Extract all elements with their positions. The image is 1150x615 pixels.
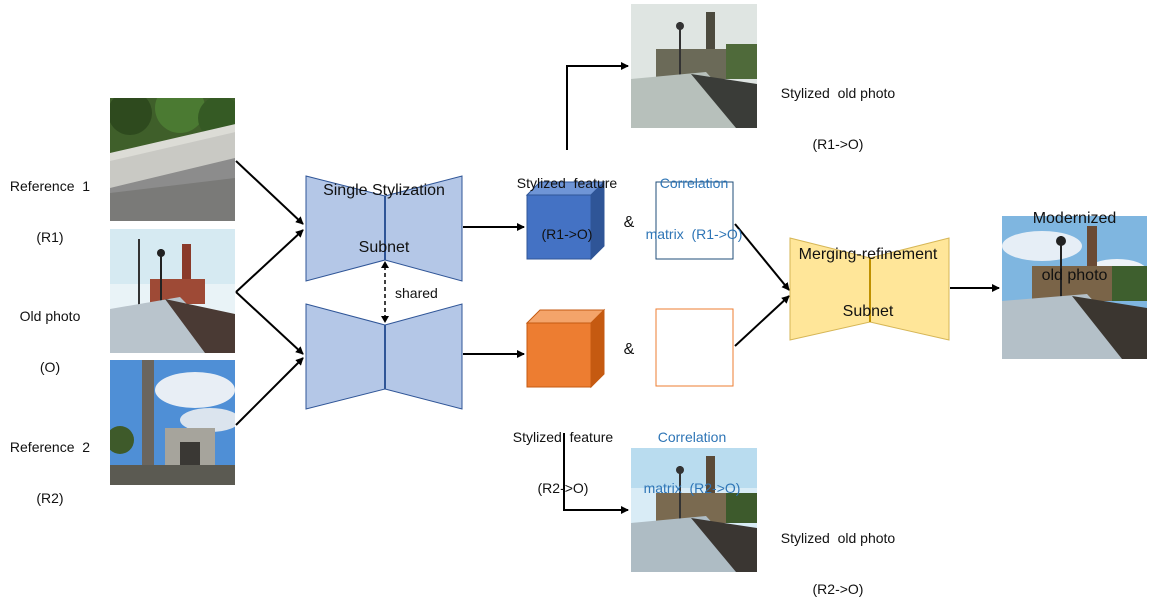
feature1-label: Stylized feature (R1->O) <box>503 141 631 260</box>
stylized-feature-cube-r1 <box>525 180 606 261</box>
stylized-feature-cube-r2 <box>525 308 606 389</box>
reference2-name: Reference 2 <box>9 439 91 455</box>
single-stylization-subnet-top <box>305 175 463 282</box>
output-title: Modernized <box>1032 210 1117 227</box>
feature1-subtitle: (R1->O) <box>541 226 593 242</box>
output-subtitle: old photo <box>1041 267 1108 284</box>
corr1-title: Correlation <box>659 175 729 191</box>
corr2-title: Correlation <box>657 429 727 445</box>
arrow-feature2-to-stylized-photo <box>563 433 629 514</box>
stylized-out2-title: Stylized old photo <box>780 530 896 546</box>
arrow-corr2-to-merging <box>734 295 790 347</box>
stylized-photo-r2 <box>631 448 757 572</box>
reference2-label: Reference 2 (R2) <box>0 405 100 524</box>
old-photo-label: Old photo (O) <box>0 274 100 393</box>
arrow-corr1-to-merging <box>734 223 790 291</box>
stylized-out1-title: Stylized old photo <box>780 85 896 101</box>
reference1-abbr: (R1) <box>36 229 64 245</box>
corr1-label: Correlation matrix (R1->O) <box>630 141 758 260</box>
old-photo-name: Old photo <box>19 308 81 324</box>
stylized-out2-label: Stylized old photo (R2->O) <box>768 496 908 615</box>
modernized-photo <box>1002 216 1147 359</box>
stylized-out1-label: Stylized old photo (R1->O) <box>768 51 908 170</box>
correlation-matrix-r2-box <box>655 308 734 387</box>
old-photo-image <box>110 229 235 353</box>
ampersand-bottom: & <box>623 341 635 358</box>
stylized-out1-subtitle: (R1->O) <box>812 136 864 152</box>
arrow-o-to-subnet-bottom <box>235 291 304 355</box>
shared-weights-arrow <box>381 261 389 323</box>
reference2-abbr: (R2) <box>36 490 64 506</box>
single-subnet-subtitle: Subnet <box>358 239 410 256</box>
diagram-canvas <box>235 62 1000 514</box>
output-label: Modernized old photo <box>1002 171 1147 304</box>
corr2-subtitle: matrix (R2->O) <box>643 480 741 496</box>
reference2-photo <box>110 360 235 485</box>
reference1-name: Reference 1 <box>9 178 91 194</box>
reference1-label: Reference 1 (R1) <box>0 144 100 263</box>
stylized-photo-r1 <box>631 4 757 128</box>
single-subnet-label: Single Stylization Subnet <box>300 143 468 276</box>
arrow-feature1-to-stylized-photo <box>566 62 629 150</box>
arrow-r1-to-subnet <box>235 160 304 225</box>
merging-subnet-label: Merging-refinement Subnet <box>778 207 958 340</box>
merging-subnet-title: Merging-refinement <box>798 246 938 263</box>
single-stylization-subnet-bottom <box>305 303 463 410</box>
old-photo-abbr: (O) <box>39 359 61 375</box>
correlation-matrix-r1-box <box>655 181 734 260</box>
feature2-title: Stylized feature <box>512 429 614 445</box>
corr1-subtitle: matrix (R1->O) <box>645 226 743 242</box>
corr2-label: Correlation matrix (R2->O) <box>628 395 756 514</box>
arrow-r2-to-subnet <box>235 357 304 426</box>
arrow-o-to-subnet-top <box>235 229 304 293</box>
reference1-photo <box>110 98 235 221</box>
feature2-label: Stylized feature (R2->O) <box>499 395 627 514</box>
stylized-out2-subtitle: (R2->O) <box>812 581 864 597</box>
single-subnet-title: Single Stylization <box>323 182 445 199</box>
feature2-subtitle: (R2->O) <box>537 480 589 496</box>
shared-label: shared <box>395 285 438 301</box>
feature1-title: Stylized feature <box>516 175 618 191</box>
merging-refinement-subnet <box>789 237 950 341</box>
merging-subnet-subtitle: Subnet <box>842 303 894 320</box>
ampersand-top: & <box>623 214 635 231</box>
